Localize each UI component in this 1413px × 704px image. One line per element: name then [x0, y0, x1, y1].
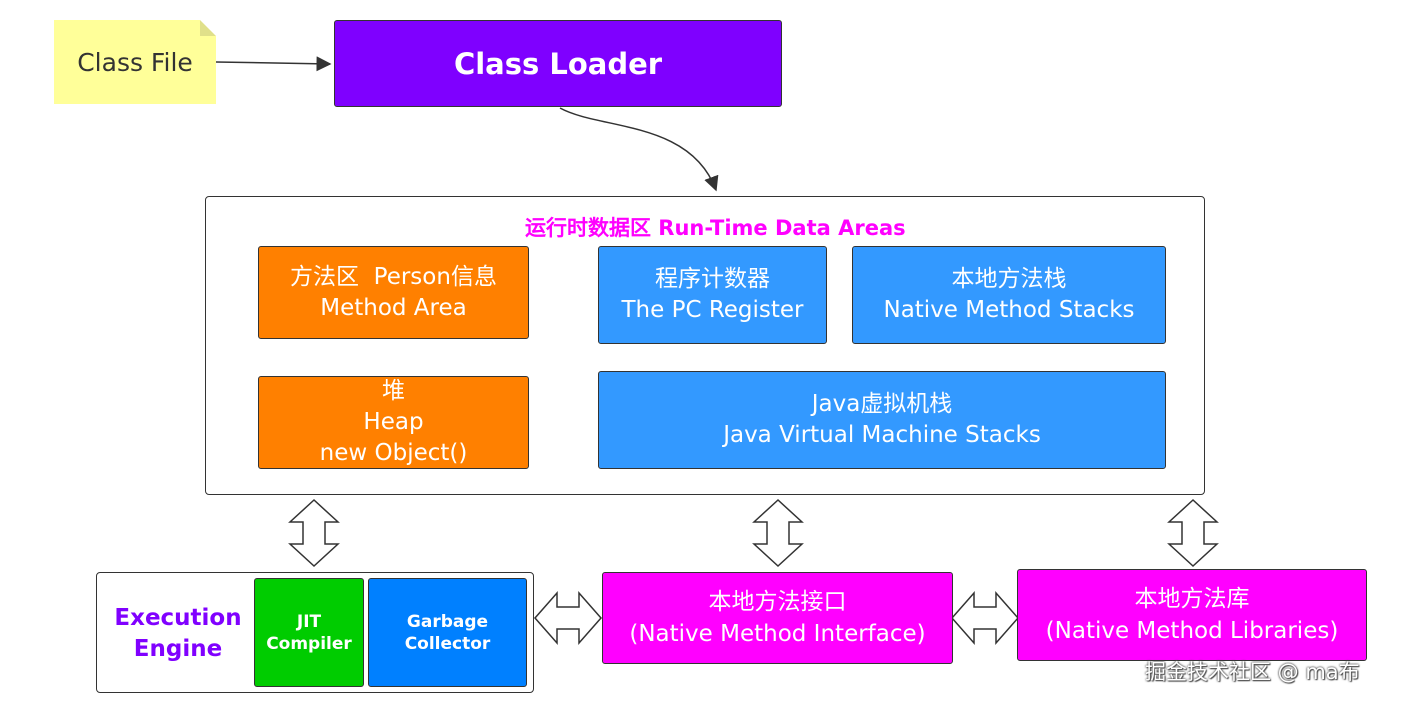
method-area-box: 方法区 Person信息 Method Area — [258, 246, 529, 339]
native-method-stacks-box: 本地方法栈 Native Method Stacks — [852, 246, 1166, 344]
execution-engine-line2: Engine — [133, 636, 223, 662]
vertical-double-arrow-left — [288, 498, 340, 568]
heap-en: Heap — [363, 409, 424, 435]
heap-zh: 堆 — [382, 378, 405, 404]
heap-box: 堆 Heap new Object() — [258, 376, 529, 469]
gc-line2: Collector — [404, 633, 491, 654]
jit-compiler-box: JIT Compiler — [254, 578, 364, 687]
jvm-stacks-box: Java虚拟机栈 Java Virtual Machine Stacks — [598, 371, 1166, 469]
jit-line2: Compiler — [266, 633, 352, 654]
horizontal-double-arrow-right — [951, 591, 1019, 645]
class-loader-box: Class Loader — [334, 20, 782, 107]
classfile-to-loader-arrow — [215, 56, 332, 72]
watermark-text: 掘金技术社区 @ ma布 — [1145, 660, 1360, 684]
native-method-interface-box: 本地方法接口 (Native Method Interface) — [602, 572, 953, 664]
native-libraries-zh: 本地方法库 — [1134, 586, 1250, 612]
execution-engine-line1: Execution — [114, 605, 242, 631]
method-area-zh: 方法区 Person信息 — [290, 263, 497, 290]
horizontal-double-arrow-left — [534, 591, 602, 645]
jit-line1: JIT — [296, 611, 322, 632]
native-libraries-en: (Native Method Libraries) — [1045, 618, 1339, 644]
vertical-double-arrow-middle — [752, 498, 804, 568]
pc-register-zh: 程序计数器 — [655, 266, 770, 292]
class-file-label: Class File — [77, 47, 193, 77]
jvm-stacks-en: Java Virtual Machine Stacks — [723, 422, 1041, 448]
native-method-stacks-zh: 本地方法栈 — [951, 266, 1067, 292]
jvm-stacks-zh: Java虚拟机栈 — [811, 391, 953, 417]
native-method-libraries-box: 本地方法库 (Native Method Libraries) — [1017, 569, 1367, 661]
runtime-data-areas-title: 运行时数据区 Run-Time Data Areas — [525, 216, 906, 240]
pc-register-en: The PC Register — [621, 297, 804, 323]
pc-register-box: 程序计数器 The PC Register — [598, 246, 827, 344]
heap-new-object: new Object() — [319, 440, 468, 466]
native-interface-en: (Native Method Interface) — [629, 621, 926, 647]
note-fold-corner — [200, 20, 216, 36]
method-area-en: Method Area — [320, 294, 467, 321]
gc-line1: Garbage — [406, 611, 489, 632]
vertical-double-arrow-right — [1167, 498, 1219, 568]
class-loader-label: Class Loader — [453, 46, 663, 81]
garbage-collector-box: Garbage Collector — [368, 578, 527, 687]
loader-to-runtime-arrow — [559, 107, 719, 192]
native-interface-zh: 本地方法接口 — [708, 589, 847, 615]
execution-engine-label: Execution Engine — [110, 590, 246, 678]
native-method-stacks-en: Native Method Stacks — [883, 297, 1135, 323]
class-file-note: Class File — [54, 20, 216, 104]
